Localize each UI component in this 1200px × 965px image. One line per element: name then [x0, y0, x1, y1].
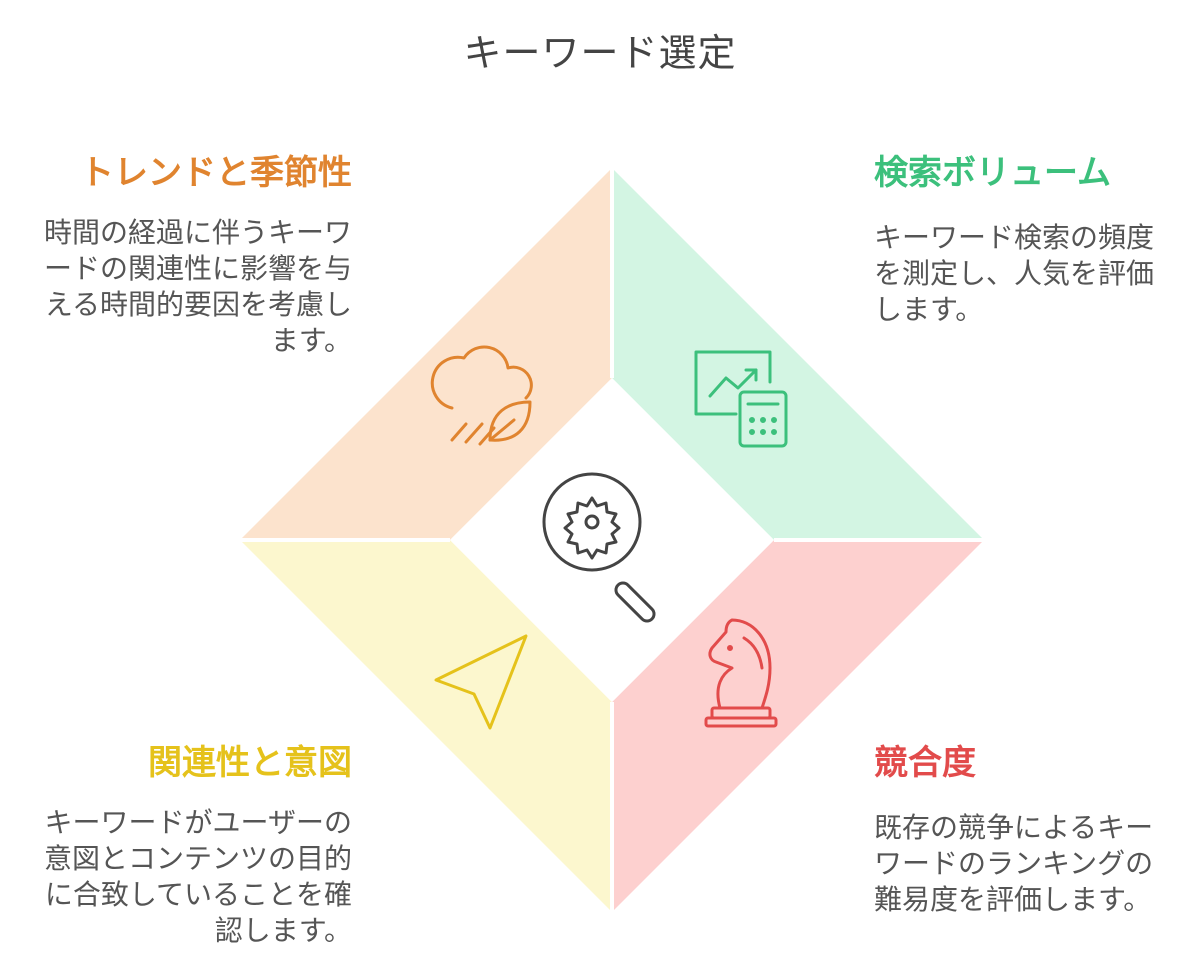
weather-leaf-icon [430, 345, 533, 446]
quadrant-trend [240, 168, 612, 540]
description-competition: 既存の競争によるキーワードのランキングの難易度を評価します。 [874, 811, 1154, 916]
diagram-title: キーワード選定 [463, 31, 737, 75]
chess-knight-icon [704, 618, 778, 728]
heading-relevance-intent: 関連性と意図 [148, 743, 352, 783]
description-relevance-intent: キーワードがユーザーの意図とコンテンツの目的に合致していることを確認します。 [43, 806, 352, 947]
description-trend-seasonality: 時間の経過に伴うキーワードの関連性に影響を与える時間的要因を考慮します。 [43, 216, 352, 357]
search-gear-icon [542, 472, 656, 623]
heading-search-volume: 検索ボリューム [874, 153, 1111, 193]
center-diamond [450, 378, 774, 702]
heading-trend-seasonality: トレンドと季節性 [80, 153, 352, 193]
quadrant-competition [612, 540, 984, 912]
quadrant-relevance [240, 540, 612, 912]
chart-calculator-icon [694, 350, 788, 448]
quadrant-volume [612, 168, 984, 540]
navigation-arrow-icon [434, 634, 528, 730]
heading-competition: 競合度 [874, 743, 976, 783]
description-search-volume: キーワード検索の頻度を測定し、人気を評価します。 [874, 221, 1155, 326]
